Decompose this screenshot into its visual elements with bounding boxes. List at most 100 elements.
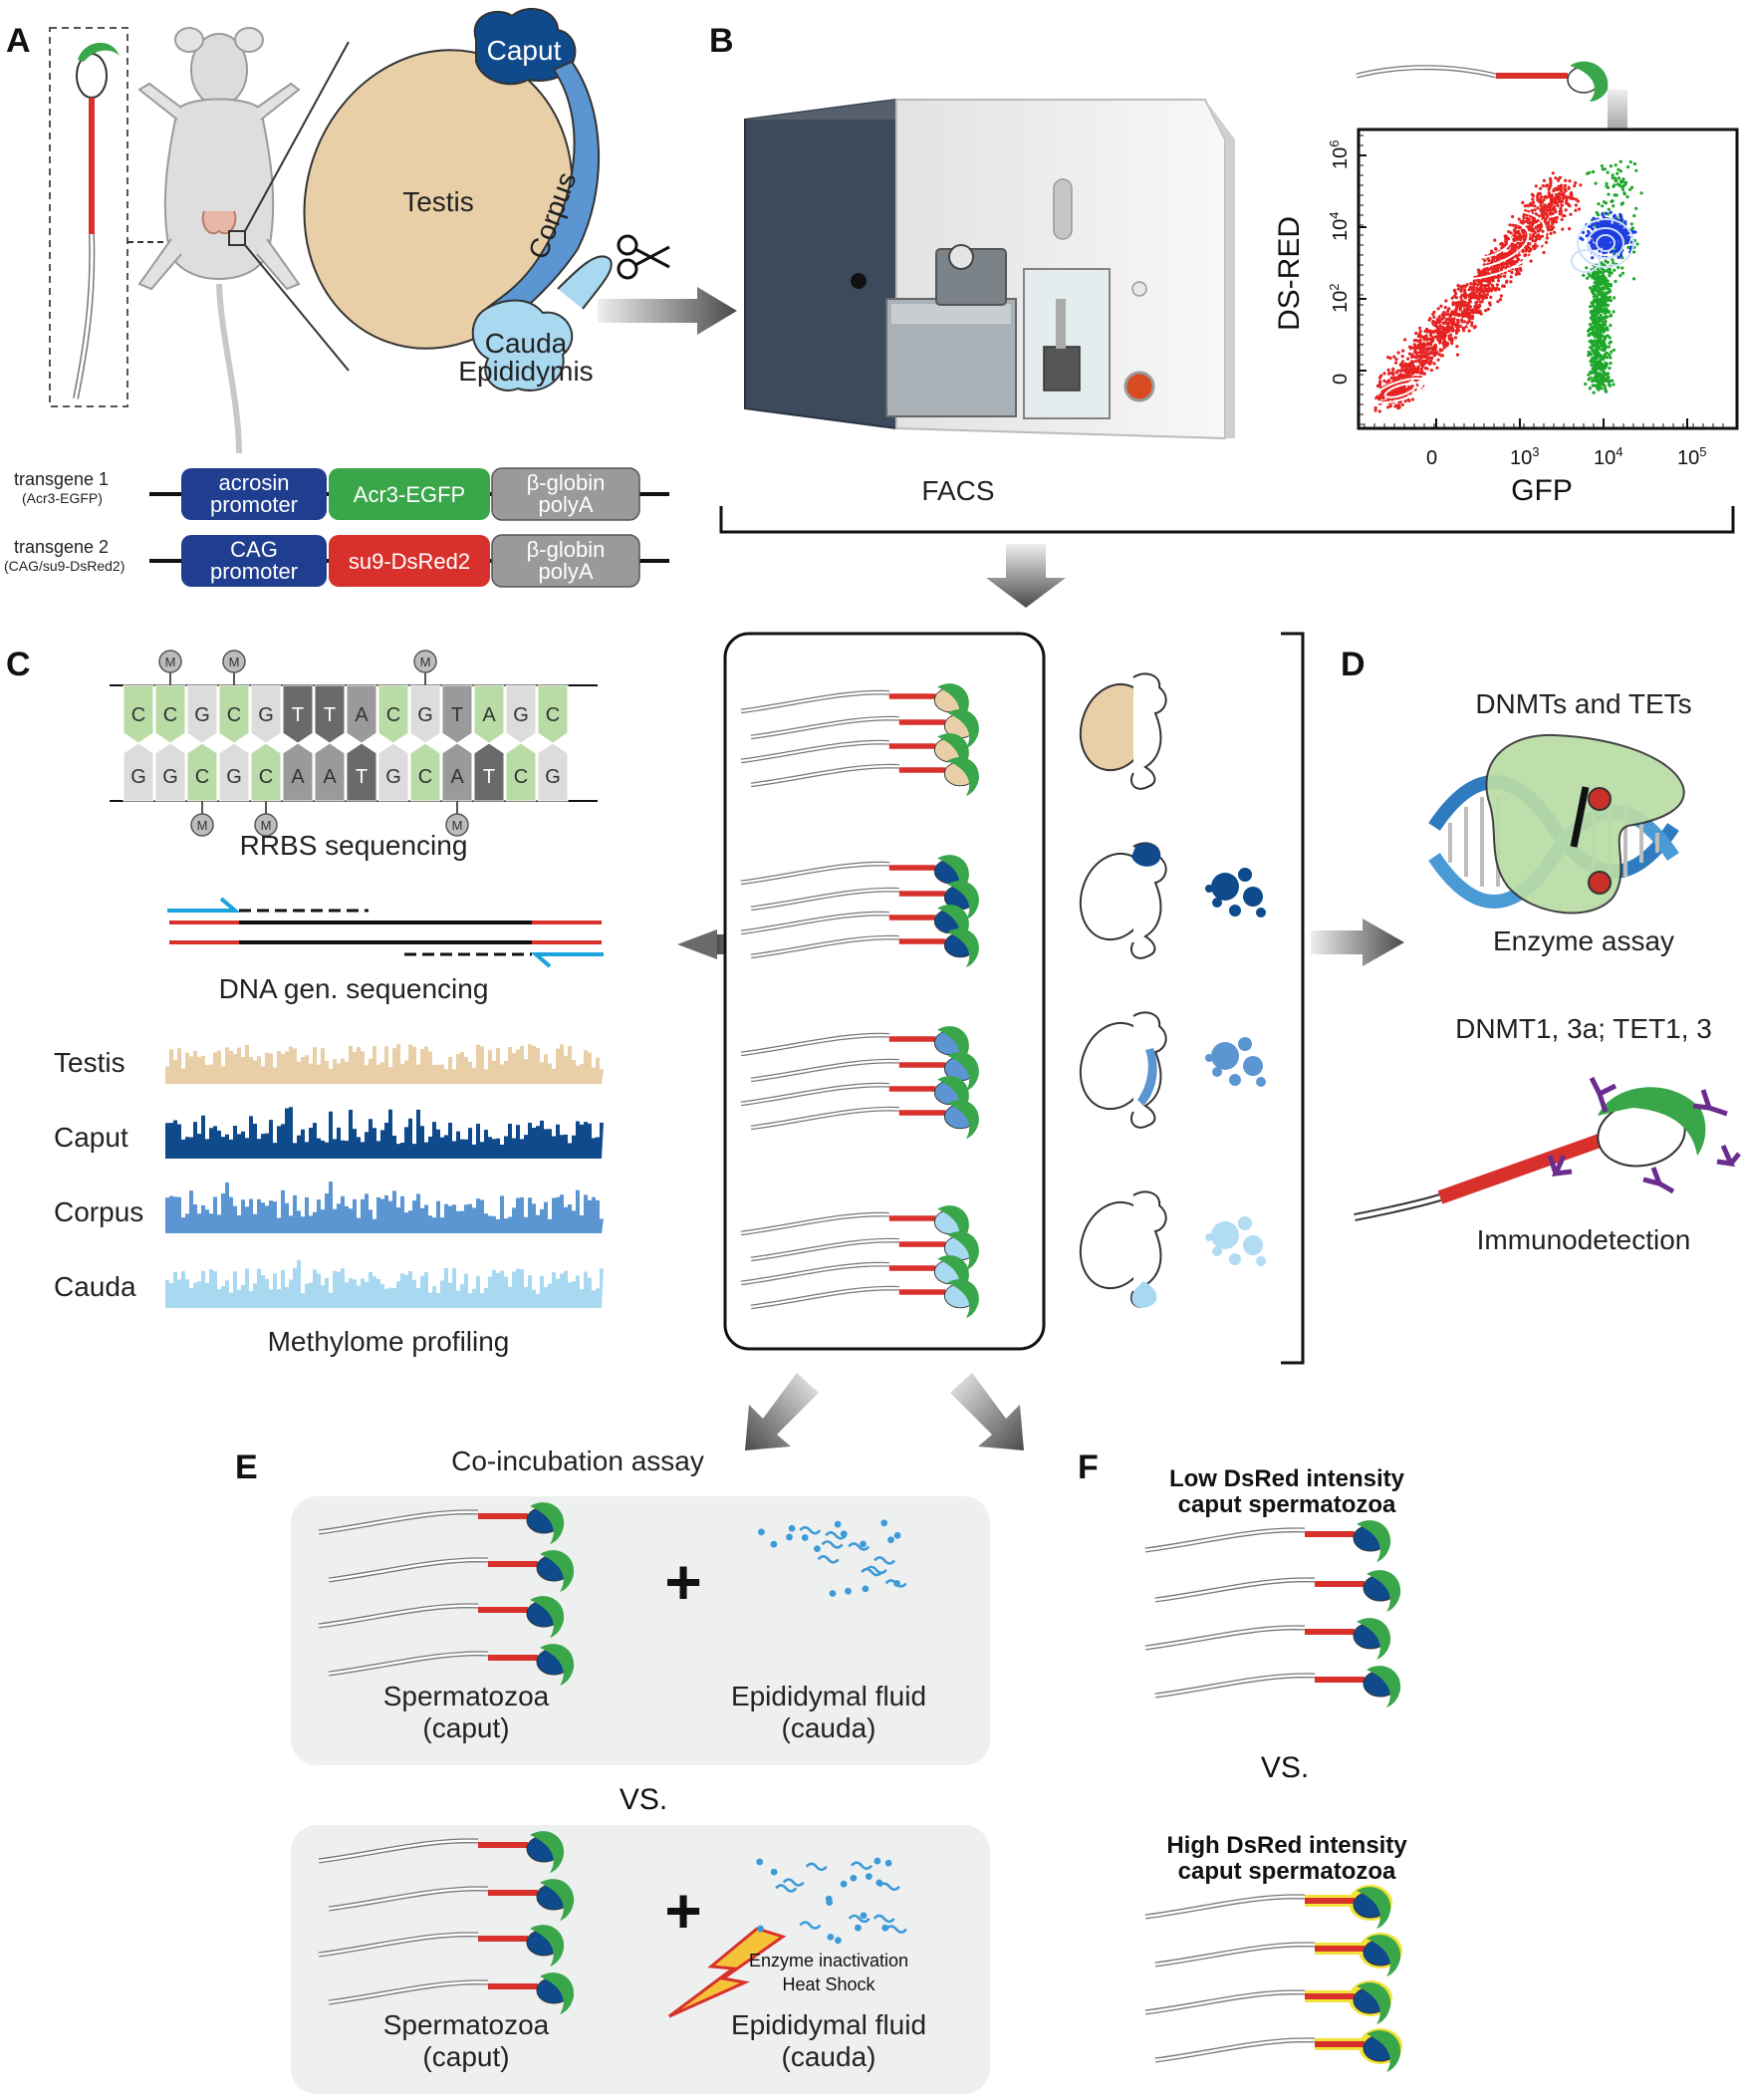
fluid-squiggle bbox=[821, 1540, 844, 1549]
fluid-squiggle bbox=[799, 1525, 822, 1535]
facs-dot bbox=[1390, 391, 1394, 394]
panel-e-sperm-cell bbox=[328, 1879, 575, 1921]
facs-dot bbox=[1609, 361, 1613, 366]
facs-dot bbox=[1432, 330, 1436, 334]
facs-dot bbox=[1375, 384, 1380, 388]
facs-dot bbox=[1511, 214, 1515, 219]
cauda-label: Cauda bbox=[485, 328, 568, 359]
facs-dot bbox=[1611, 379, 1615, 383]
facs-dot bbox=[1495, 283, 1499, 287]
facs-dot bbox=[1414, 331, 1418, 336]
facs-dot bbox=[1614, 235, 1617, 239]
facs-dot bbox=[1543, 195, 1547, 199]
high-dsred-title-a: High DsRed intensity bbox=[1166, 1832, 1407, 1859]
plus-sign-2: + bbox=[664, 1875, 701, 1947]
facs-dot bbox=[1612, 383, 1616, 387]
facs-dot bbox=[1596, 231, 1600, 235]
facs-dot bbox=[1397, 375, 1401, 379]
sperm-acrosome bbox=[530, 1502, 565, 1544]
epididymis-label: Epididymis bbox=[458, 356, 593, 387]
mini-fluid-dot bbox=[1238, 1037, 1252, 1051]
facs-dot bbox=[1378, 380, 1382, 384]
fluid-dot bbox=[862, 1585, 870, 1593]
facs-x-tick-label: 103 bbox=[1510, 444, 1539, 469]
facs-dot bbox=[1599, 282, 1603, 286]
facs-dot bbox=[1403, 387, 1407, 391]
facs-dot bbox=[1601, 204, 1605, 208]
dna-base-top-letter: C bbox=[546, 704, 560, 726]
panel-e-sperm-cell bbox=[328, 1972, 575, 2014]
facs-dot bbox=[1542, 178, 1546, 182]
facs-dot bbox=[1479, 289, 1483, 294]
facs-dot bbox=[1436, 329, 1440, 333]
facs-dot bbox=[1518, 266, 1522, 270]
low-dsred-title-b: caput spermatozoa bbox=[1178, 1491, 1396, 1518]
facs-dot bbox=[1606, 328, 1610, 332]
facs-dot bbox=[1555, 187, 1559, 191]
facs-dot bbox=[1639, 191, 1643, 195]
facs-dot bbox=[1547, 194, 1551, 199]
facs-dot bbox=[1574, 203, 1578, 207]
facs-dot bbox=[1400, 391, 1404, 394]
facs-dot bbox=[1417, 332, 1421, 336]
facs-dot bbox=[1599, 313, 1603, 318]
facs-dot bbox=[1632, 277, 1636, 281]
sperm-caput-label-2a: Spermatozoa bbox=[383, 2009, 550, 2040]
facs-dot bbox=[1594, 277, 1598, 281]
facs-dot bbox=[1542, 206, 1546, 210]
facs-dot bbox=[1474, 295, 1478, 300]
facs-dot bbox=[1553, 208, 1557, 212]
sperm-tail-inner bbox=[740, 1034, 889, 1056]
facs-dot bbox=[1586, 276, 1590, 280]
facs-dot bbox=[1416, 368, 1420, 372]
facs-dot bbox=[1628, 187, 1632, 191]
facs-dot bbox=[1502, 284, 1506, 288]
sperm-tail-inner bbox=[1154, 1943, 1316, 1967]
facs-dot bbox=[1403, 338, 1407, 342]
zoom-line-bottom bbox=[244, 244, 350, 372]
facs-dot bbox=[1507, 230, 1511, 234]
facs-dot bbox=[1533, 243, 1538, 247]
facs-dot bbox=[1483, 279, 1487, 283]
facs-dot bbox=[1431, 321, 1435, 325]
facs-dot bbox=[1499, 242, 1503, 246]
coincubation-box-2 bbox=[291, 1825, 990, 2094]
facs-dot bbox=[1615, 222, 1618, 226]
facs-y-tick-label: 104 bbox=[1327, 212, 1352, 241]
sperm-acrosome bbox=[540, 1550, 575, 1592]
facs-y-tick-exp: 4 bbox=[1327, 212, 1342, 219]
facs-dot bbox=[1538, 225, 1542, 229]
facs-dot bbox=[1373, 408, 1377, 412]
central-sperm-cell bbox=[750, 1052, 979, 1092]
facs-dot bbox=[1591, 384, 1595, 388]
facs-dot bbox=[1614, 237, 1617, 241]
arrows-to-e-f bbox=[745, 1373, 1024, 1450]
facs-dot bbox=[1602, 316, 1606, 320]
methyl-mark-bottom bbox=[445, 813, 469, 837]
facs-dot bbox=[1509, 263, 1513, 267]
facs-dot bbox=[1597, 202, 1601, 206]
mini-organ-icons bbox=[1079, 672, 1266, 1308]
fluid-squiggle bbox=[865, 1565, 887, 1575]
facs-dot bbox=[1607, 310, 1612, 314]
facs-dot bbox=[1558, 175, 1562, 179]
immunodetection-illustration bbox=[1354, 1076, 1741, 1221]
facs-dot bbox=[1554, 176, 1558, 180]
facs-dot bbox=[1473, 305, 1477, 309]
facs-dot bbox=[1592, 235, 1596, 240]
facs-dot bbox=[1612, 224, 1616, 228]
facs-dot bbox=[1394, 371, 1398, 375]
facs-dot bbox=[1391, 368, 1395, 372]
facs-dot bbox=[1518, 225, 1522, 229]
facs-dot bbox=[1422, 338, 1426, 342]
facs-dot bbox=[1446, 321, 1450, 326]
sperm-caput-label-1a: Spermatozoa bbox=[383, 1681, 550, 1711]
dna-base-bottom bbox=[154, 742, 186, 802]
dna-base-bottom bbox=[186, 742, 218, 802]
facs-dot bbox=[1461, 300, 1465, 304]
sperm-tail-inner bbox=[740, 1084, 889, 1106]
facs-dot bbox=[1490, 251, 1494, 255]
facs-dot bbox=[1608, 367, 1612, 371]
facs-dot bbox=[1386, 405, 1390, 409]
